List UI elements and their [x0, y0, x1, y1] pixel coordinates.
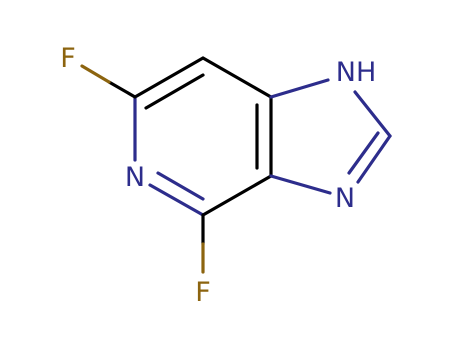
atom-label-f4: F: [195, 277, 211, 308]
bond-c7a-n1: [269, 78, 330, 99]
atom-label-n3: N: [335, 183, 355, 214]
nitrogen-bonds: [133, 78, 392, 217]
fluorine-bonds: [80, 64, 205, 274]
atom-label-f6: F: [60, 43, 76, 74]
bond-c6-c7-inner: [144, 73, 205, 110]
bond-c2-n3: [356, 134, 392, 184]
bond-c3a-c4: [201, 174, 273, 217]
atom-label-n5: N: [125, 162, 145, 193]
bond-c7-c7a: [201, 56, 273, 99]
bond-n1-c2: [353, 90, 392, 138]
bond-n5-c4-inner: [156, 171, 205, 201]
atom-label-n1h: NH: [336, 57, 377, 88]
bond-c6-f6-b: [80, 64, 111, 84]
carbon-bonds: [133, 56, 273, 217]
bond-c6-f6-a: [107, 80, 137, 99]
bond-c2-n3-inner: [347, 131, 380, 175]
bond-c6-c7: [133, 56, 205, 99]
bond-c3a-n3: [269, 174, 332, 195]
bond-n5-c4: [148, 183, 205, 217]
